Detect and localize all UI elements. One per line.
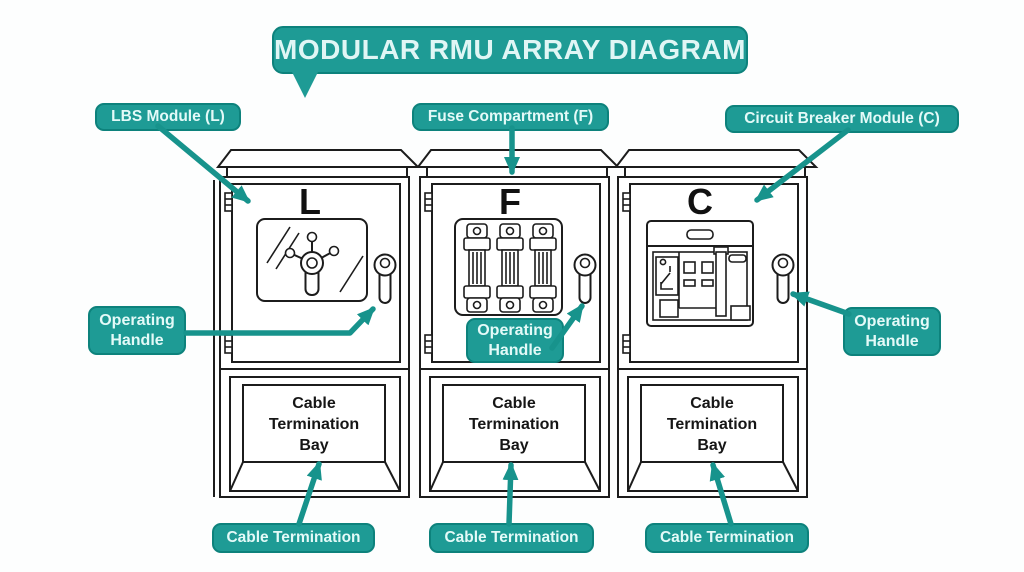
- callout-line: Operating: [477, 321, 553, 339]
- hinge-icon: [622, 192, 631, 354]
- module-letter: C: [687, 181, 713, 222]
- bay-text-line: Bay: [697, 437, 726, 454]
- callout-cable-termination-left: Cable Termination: [212, 523, 375, 553]
- bay-text-line: Cable: [690, 395, 734, 412]
- lbs-lid: [215, 149, 421, 168]
- fuse-lid-strip: [426, 166, 608, 178]
- lbs-switch-icon: [256, 218, 368, 302]
- bay-text-line: Bay: [299, 437, 328, 454]
- breaker-lid: [613, 149, 819, 168]
- callout-line: Operating: [99, 311, 175, 329]
- breaker-lid-strip: [624, 166, 806, 178]
- callout-operating-handle-right: Operating Handle: [843, 307, 941, 356]
- fuse-bank-icon: [454, 218, 563, 316]
- cable-termination-bay: Cable Termination Bay: [420, 368, 609, 492]
- callout-circuit-breaker-module: Circuit Breaker Module (C): [725, 105, 959, 133]
- hinge-icon: [424, 192, 433, 354]
- bay-text-line: Cable: [492, 395, 536, 412]
- bay-text-line: Bay: [499, 437, 528, 454]
- module-letter: L: [299, 181, 321, 222]
- module-letter: F: [499, 181, 521, 222]
- operating-handle-icon: [771, 253, 795, 304]
- callout-operating-handle-left: Operating Handle: [88, 306, 186, 355]
- operating-handle-icon: [373, 253, 397, 304]
- operating-handle-icon: [573, 253, 597, 304]
- callout-line: Handle: [110, 331, 164, 349]
- bay-text-line: Termination: [469, 416, 559, 433]
- callout-cable-termination-right: Cable Termination: [645, 523, 809, 553]
- lbs-lid-strip: [226, 166, 408, 178]
- callout-fuse-compartment: Fuse Compartment (F): [412, 103, 609, 131]
- cable-termination-bay: Cable Termination Bay: [618, 368, 807, 492]
- callout-cable-termination-middle: Cable Termination: [429, 523, 594, 553]
- callout-lbs-module: LBS Module (L): [95, 103, 241, 131]
- circuit-breaker-icon: [646, 220, 754, 327]
- cable-termination-bay: Cable Termination Bay: [220, 368, 409, 492]
- callout-operating-handle-middle: Operating Handle: [466, 318, 564, 363]
- bay-text-line: Termination: [269, 416, 359, 433]
- module-breaker-cabinet: C: [613, 149, 819, 498]
- fuse-lid: [415, 149, 621, 168]
- bay-text-line: Cable: [292, 395, 336, 412]
- callout-line: Handle: [488, 341, 542, 359]
- title-pointer-tail: [292, 72, 318, 98]
- bay-text-line: Termination: [667, 416, 757, 433]
- diagram-title: MODULAR RMU ARRAY DIAGRAM: [272, 26, 748, 74]
- callout-line: Operating: [854, 312, 930, 330]
- callout-line: Handle: [865, 332, 919, 350]
- module-lbs-cabinet: L: [213, 149, 421, 498]
